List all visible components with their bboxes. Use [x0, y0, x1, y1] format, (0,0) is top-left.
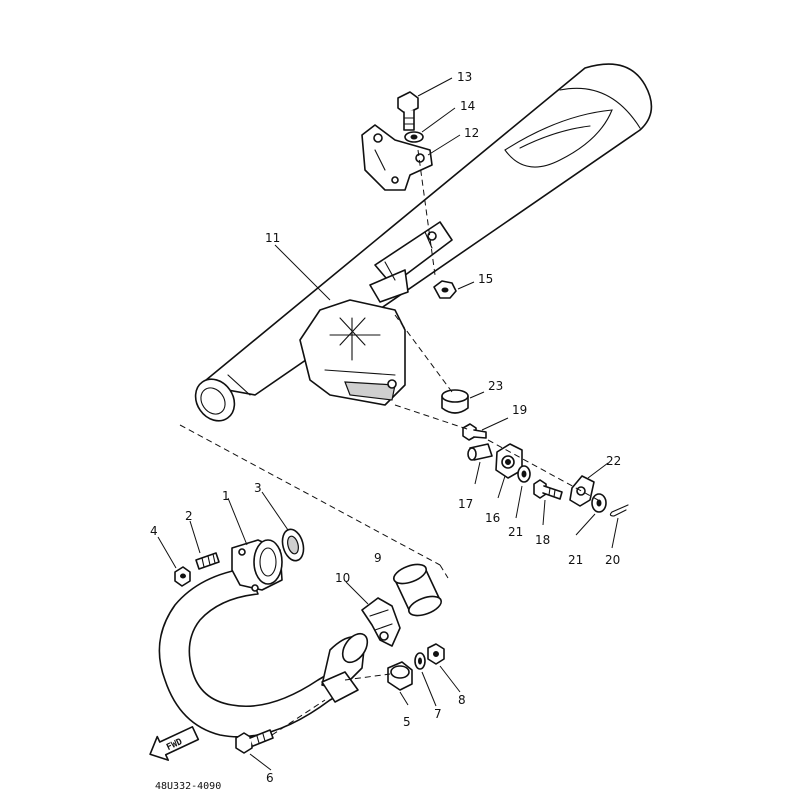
callout-12: 12: [464, 126, 479, 140]
callout-9: 9: [374, 551, 382, 565]
part-4-nut: [174, 566, 191, 587]
callout-17: 17: [458, 497, 473, 511]
part-8-nut: [427, 643, 445, 665]
part-13-bolt: [397, 91, 419, 131]
assembly-lines: [179, 149, 599, 736]
callout-11: 11: [265, 231, 280, 245]
part-6-bolt: [235, 729, 274, 754]
part-15-nut: [433, 280, 457, 299]
callout-19: 19: [512, 403, 527, 417]
callout-3: 3: [254, 481, 262, 495]
part-21-washer-b: [591, 493, 607, 513]
part-3-gasket: [281, 528, 305, 562]
callout-2: 2: [185, 509, 193, 523]
part-16-plate: [495, 443, 523, 479]
part-23-damper: [441, 389, 469, 414]
callout-20: 20: [605, 553, 620, 567]
callout-4: 4: [150, 524, 158, 538]
muffler-stay: [369, 221, 453, 303]
diagram-code: 48U332-4090: [155, 781, 221, 792]
part-1-exhaust-pipe: [158, 539, 369, 738]
leader-lines: [157, 77, 619, 771]
callout-13: 13: [457, 70, 472, 84]
callout-18: 18: [535, 533, 550, 547]
part-21-washer-a: [517, 465, 531, 483]
callout-14: 14: [460, 99, 475, 113]
callout-23: 23: [488, 379, 503, 393]
part-7-washer: [414, 652, 426, 670]
part-18-bolt: [533, 479, 563, 500]
callout-21a: 21: [508, 525, 523, 539]
part-14-washer: [404, 131, 424, 143]
part-20-cotter-pin: [609, 504, 629, 517]
callout-21b: 21: [568, 553, 583, 567]
part-22-clip: [569, 475, 595, 507]
callout-labels: 1 2 3 4 5 6 7 8 9 10 11 12 13 14 15 16 1…: [150, 70, 621, 785]
part-9-joint: [392, 563, 443, 617]
callout-22: 22: [606, 454, 621, 468]
muffler: [194, 63, 653, 422]
part-5-collar: [387, 661, 413, 691]
muffler-bracket-body: [299, 299, 406, 406]
callout-10: 10: [335, 571, 350, 585]
fwd-arrow: FWD: [149, 726, 200, 761]
callout-15: 15: [478, 272, 493, 286]
part-10-clamp: [361, 597, 401, 647]
callout-5: 5: [403, 715, 411, 729]
callout-8: 8: [458, 693, 466, 707]
part-19-bolt: [462, 423, 487, 441]
part-2-stud: [195, 552, 220, 570]
callout-6: 6: [266, 771, 274, 785]
callout-16: 16: [485, 511, 500, 525]
callout-7: 7: [434, 707, 442, 721]
part-17-collar: [467, 443, 493, 461]
callout-1: 1: [222, 489, 230, 503]
